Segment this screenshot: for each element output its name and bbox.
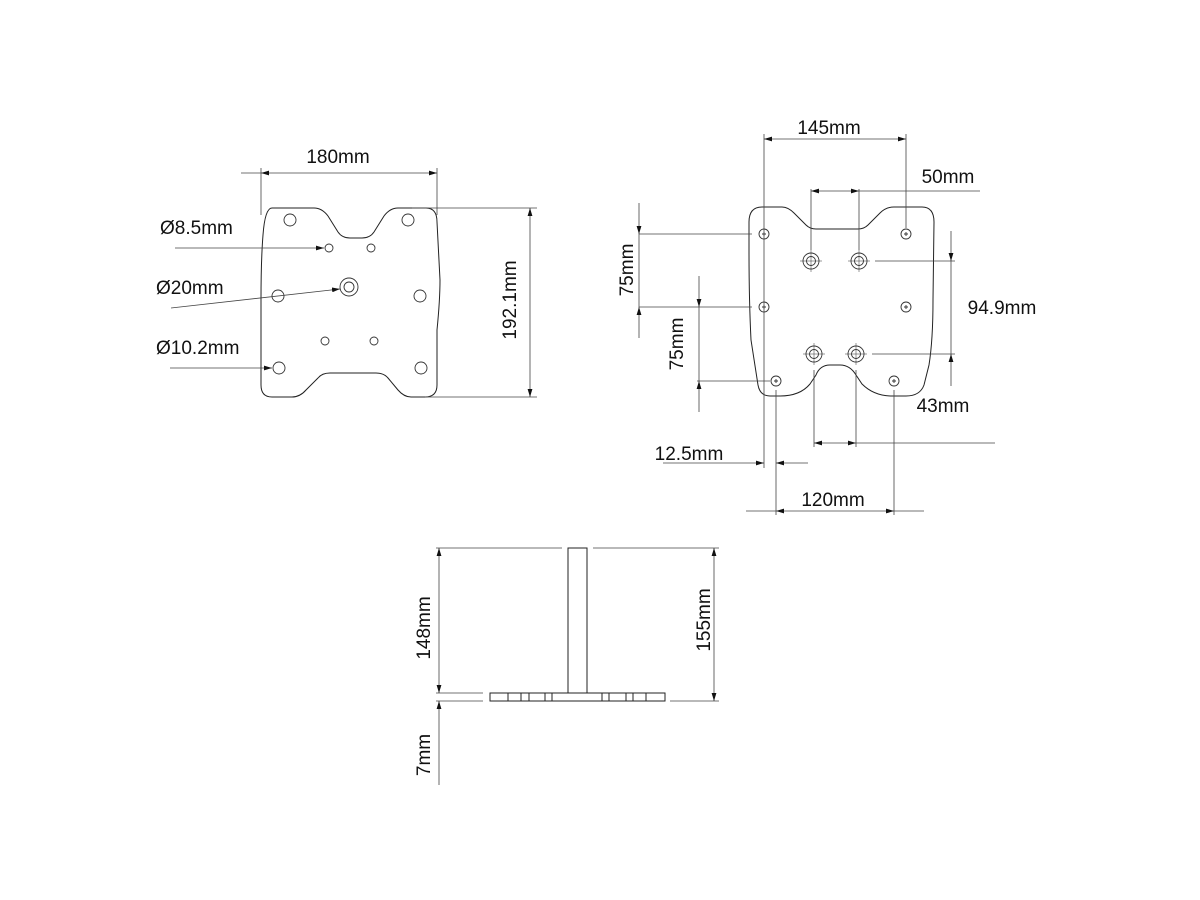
front-plate-outline (260, 207, 441, 398)
rear-dimensions (636, 134, 995, 515)
front-holes (271, 213, 428, 375)
inner-vertical-label: 94.9mm (968, 298, 1037, 319)
pole (567, 547, 588, 694)
corner-hole-label: Ø10.2mm (156, 338, 239, 359)
upper-vertical-label: 75mm (617, 244, 638, 297)
total-height-label: 155mm (694, 588, 715, 651)
center-hole-label: Ø20mm (156, 278, 224, 299)
vesa-hole (758, 228, 912, 387)
front-width-label: 180mm (306, 147, 369, 168)
rear-holes (758, 228, 912, 387)
offset-label: 12.5mm (655, 444, 724, 465)
inner-top-spacing-label: 50mm (922, 167, 975, 188)
rear-view: 145mm 50mm 94.9mm 43mm 75mm 75mm 12.5mm … (617, 118, 1036, 515)
inner-bottom-spacing-label: 43mm (917, 396, 970, 417)
pole-height-label: 148mm (414, 596, 435, 659)
side-dimensions (436, 547, 719, 785)
front-height-label: 192.1mm (500, 260, 521, 339)
base-plate (489, 692, 666, 702)
bottom-spacing-label: 120mm (801, 490, 864, 511)
front-dimensions (170, 168, 537, 398)
front-view: 180mm 192.1mm Ø8.5mm Ø20mm Ø10.2mm (156, 147, 537, 398)
rear-plate-outline (748, 206, 935, 397)
outer-spacing-label: 145mm (797, 118, 860, 139)
lower-vertical-label: 75mm (667, 318, 688, 371)
plate-thickness-label: 7mm (414, 734, 435, 776)
side-view: 148mm 155mm 7mm (414, 547, 719, 785)
small-hole-label: Ø8.5mm (160, 218, 233, 239)
